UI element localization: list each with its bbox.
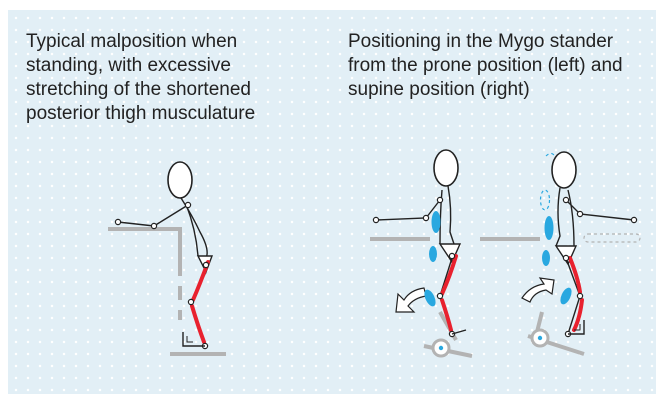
shoulder-joint — [185, 202, 190, 207]
calf-muscle — [192, 306, 204, 342]
ghost-head-outline — [546, 153, 556, 158]
elbow-joint — [151, 223, 156, 228]
front-torso — [568, 190, 574, 246]
knee-joint — [577, 293, 582, 298]
ankle-angle-marker — [187, 336, 193, 342]
hand-joint — [631, 217, 636, 222]
knee-joint — [188, 299, 193, 304]
hip-pad — [429, 246, 437, 262]
hand-joint — [373, 217, 378, 222]
rotation-arrow-icon — [522, 278, 554, 302]
knee-pad — [558, 286, 574, 306]
chest-pad — [432, 211, 441, 233]
elbow-joint — [577, 211, 582, 216]
ghost-pad-outline — [541, 190, 550, 210]
supine-figure — [480, 152, 640, 354]
hip-joint — [203, 262, 208, 267]
rotation-arrow-icon — [396, 288, 426, 312]
spine — [556, 188, 560, 246]
hip-joint — [449, 253, 454, 258]
spine — [448, 186, 454, 244]
hamstring-muscle — [570, 258, 580, 292]
arm — [118, 205, 188, 226]
device-wheel-hub — [538, 336, 542, 340]
support-surface — [108, 229, 180, 276]
shoulder-joint — [563, 197, 568, 202]
hamstring-muscle — [442, 256, 456, 294]
hand-joint — [115, 219, 120, 224]
table-dashed-outline — [584, 234, 640, 242]
arm — [376, 200, 440, 220]
prone-figure — [370, 150, 472, 356]
head — [552, 152, 576, 188]
knee-joint — [437, 293, 442, 298]
elbow-joint — [423, 215, 428, 220]
arm — [566, 200, 634, 220]
front-torso — [186, 204, 198, 256]
device-wheel-hub — [439, 346, 443, 350]
head — [434, 150, 458, 186]
hip-joint — [563, 255, 568, 260]
shoulder-joint — [437, 197, 442, 202]
head — [168, 162, 192, 198]
malposition-figure — [108, 162, 226, 354]
back-pad — [545, 216, 554, 240]
hip-pad — [542, 250, 550, 266]
